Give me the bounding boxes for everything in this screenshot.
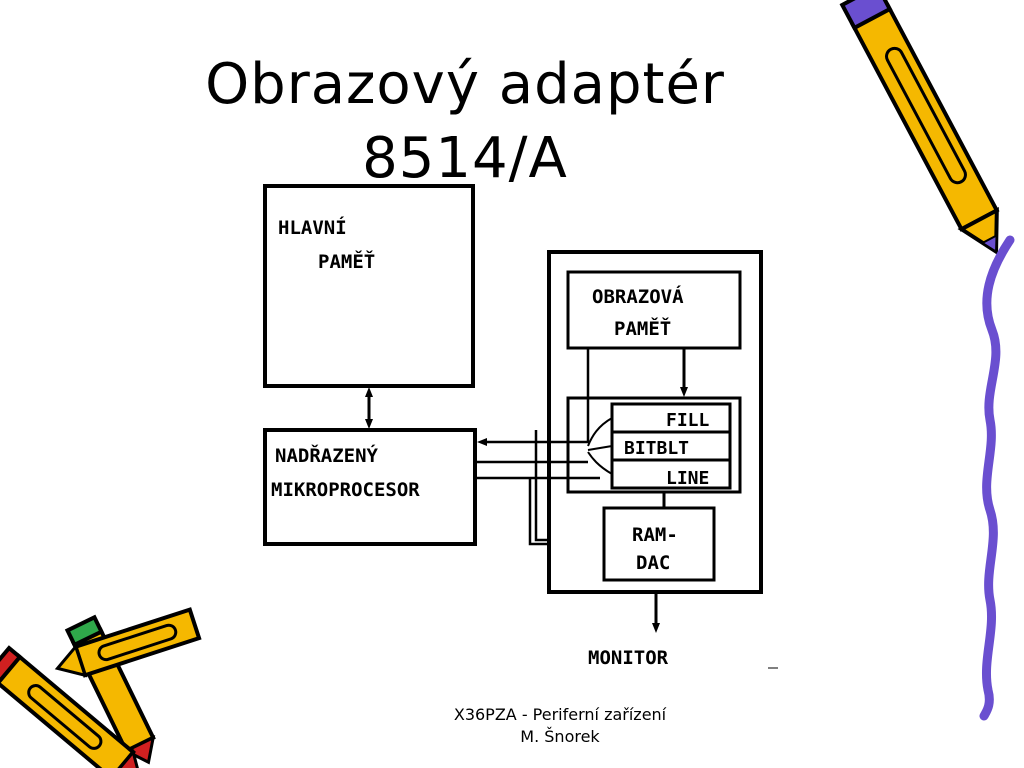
host-cpu-block [263, 428, 477, 546]
footer: X36PZA - Periferní zařízení M. Šnorek [400, 704, 720, 748]
title-line-1: Obrazový adaptér [205, 52, 725, 117]
cpu-adapter-bus [475, 430, 600, 546]
operation-fill-label: FILL [666, 410, 710, 431]
main-memory-label-1: HLAVNÍ [278, 216, 347, 239]
video-memory-label-1: OBRAZOVÁ [592, 285, 684, 308]
footer-author: M. Šnorek [520, 727, 600, 746]
footer-course: X36PZA - Periferní zařízení [453, 705, 667, 724]
title-line-2: 8514/A [362, 126, 568, 191]
operation-bitblt-label: BITBLT [624, 438, 689, 459]
ramdac-label-1: RAM- [632, 524, 678, 546]
video-memory-label-2: PAMĚŤ [614, 316, 671, 340]
main-memory-block [263, 184, 475, 388]
video-memory-block [566, 270, 742, 350]
main-memory-label-2: PAMĚŤ [318, 249, 375, 273]
video-memory-feedback-line [477, 348, 590, 446]
host-cpu-label-1: NADŘAZENÝ [275, 443, 379, 467]
monitor-label: MONITOR [588, 647, 669, 669]
ramdac-block [602, 506, 716, 582]
operation-fan-lines [587, 417, 613, 475]
graphics-processor-group [566, 396, 742, 494]
slide-title: Obrazový adaptér 8514/A [150, 48, 780, 196]
host-cpu-label-2: MIKROPROCESOR [271, 479, 420, 501]
operation-line-label: LINE [666, 468, 709, 489]
ramdac-label-2: DAC [636, 552, 670, 574]
